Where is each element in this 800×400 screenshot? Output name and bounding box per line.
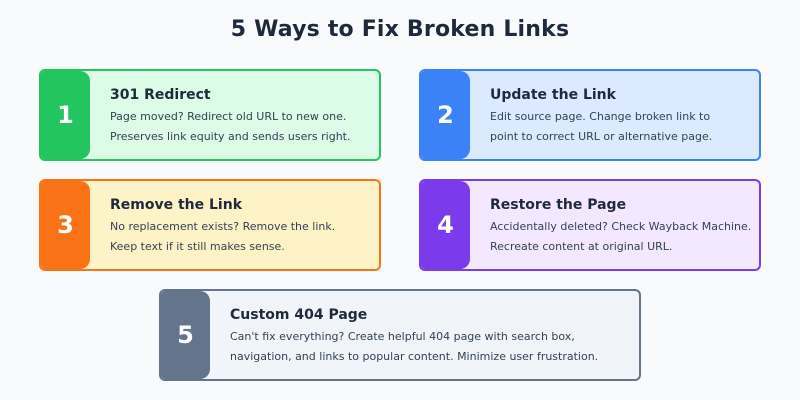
card-description-line: navigation, and links to popular content… <box>230 350 599 363</box>
card-title: Update the Link <box>490 87 616 103</box>
card-remove-the-link: 3 Remove the Link No replacement exists?… <box>39 179 381 271</box>
card-description-line: Recreate content at original URL. <box>490 240 673 253</box>
step-number-badge: 5 <box>161 291 210 379</box>
card-description-line: Keep text if it still makes sense. <box>110 240 285 253</box>
card-title: Restore the Page <box>490 197 627 213</box>
card-301-redirect: 1 301 Redirect Page moved? Redirect old … <box>39 69 381 161</box>
step-number-badge: 1 <box>41 71 90 159</box>
card-custom-404-page: 5 Custom 404 Page Can't fix everything? … <box>159 289 641 381</box>
card-title: 301 Redirect <box>110 87 211 103</box>
card-description-line: Page moved? Redirect old URL to new one. <box>110 110 347 123</box>
card-restore-the-page: 4 Restore the Page Accidentally deleted?… <box>419 179 761 271</box>
card-title: Custom 404 Page <box>230 307 368 323</box>
card-description-line: No replacement exists? Remove the link. <box>110 220 336 233</box>
card-description-line: Accidentally deleted? Check Wayback Mach… <box>490 220 752 233</box>
card-title: Remove the Link <box>110 197 243 213</box>
card-description-line: Preserves link equity and sends users ri… <box>110 130 351 143</box>
card-description-line: Can't fix everything? Create helpful 404… <box>230 330 575 343</box>
card-update-the-link: 2 Update the Link Edit source page. Chan… <box>419 69 761 161</box>
step-number-badge: 2 <box>421 71 470 159</box>
step-number-badge: 3 <box>41 181 90 269</box>
page-title: 5 Ways to Fix Broken Links <box>230 17 570 42</box>
card-description-line: Edit source page. Change broken link to <box>490 110 711 123</box>
card-description-line: point to correct URL or alternative page… <box>490 130 713 143</box>
step-number-badge: 4 <box>421 181 470 269</box>
